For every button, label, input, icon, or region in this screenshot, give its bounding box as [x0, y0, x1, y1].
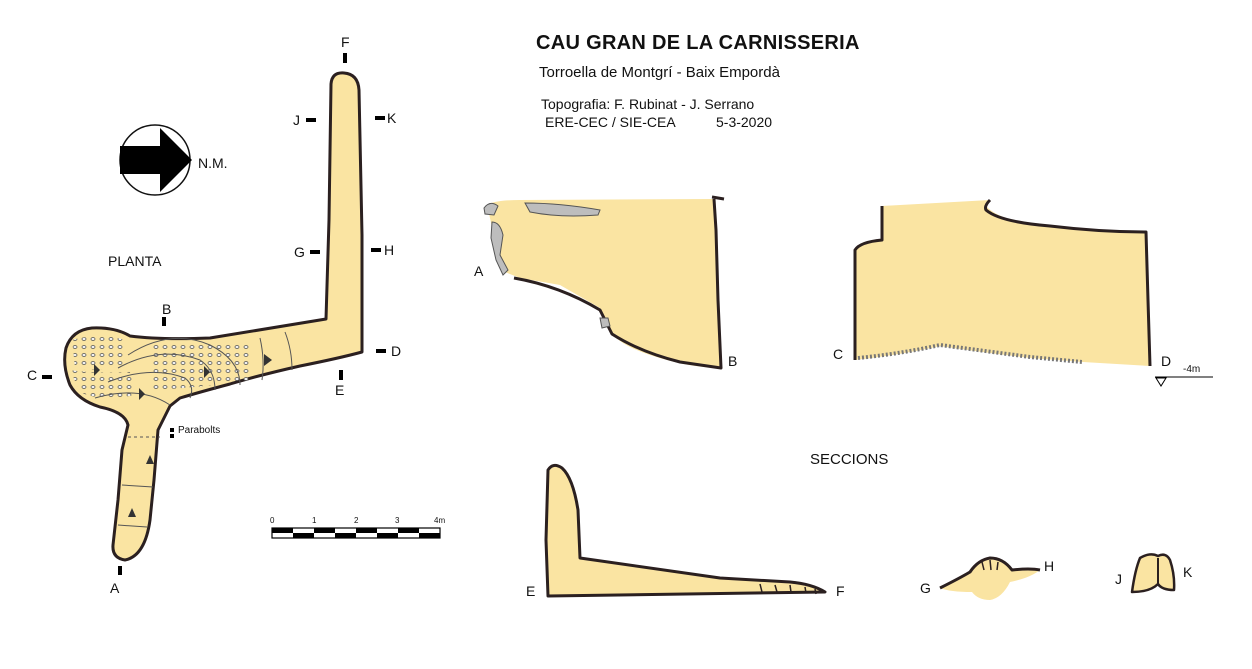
section-ef-right: F	[836, 583, 845, 599]
section-gh-right: H	[1044, 558, 1055, 574]
section-jk-left: J	[1115, 571, 1122, 587]
plan-point-e: E	[335, 382, 345, 398]
plan-point-b: B	[162, 301, 172, 317]
section-ab	[483, 195, 725, 370]
section-gh	[939, 556, 1041, 600]
topography-credit: Topografia: F. Rubinat - J. Serrano	[541, 96, 755, 112]
plan-point-h: H	[384, 242, 395, 258]
section-jk	[1130, 553, 1176, 594]
scale-tick-2: 2	[354, 516, 359, 525]
section-cd-left: C	[833, 346, 844, 362]
section-ef-left: E	[526, 583, 536, 599]
plan-view	[42, 53, 386, 575]
scale-bar	[271, 527, 441, 539]
section-ab-left: A	[474, 263, 484, 279]
plan-point-f: F	[341, 34, 350, 50]
section-cd-right: D	[1161, 353, 1172, 369]
plan-point-a: A	[110, 580, 120, 596]
scale-tick-3: 3	[395, 516, 400, 525]
plan-cave-outline	[63, 71, 364, 562]
scale-tick-0: 0	[270, 516, 275, 525]
survey-date: 5-3-2020	[716, 114, 773, 130]
plan-point-g: G	[294, 244, 305, 260]
sections-label: SECCIONS	[810, 451, 889, 468]
parabolts-label: Parabolts	[178, 425, 221, 436]
plan-point-c: C	[27, 367, 38, 383]
section-gh-left: G	[920, 580, 931, 596]
plan-point-j: J	[293, 112, 300, 128]
plan-point-k: K	[387, 110, 397, 126]
plan-point-d: D	[391, 343, 402, 359]
location-subtitle: Torroella de Montgrí - Baix Empordà	[539, 64, 780, 81]
plan-label: PLANTA	[108, 253, 162, 269]
section-cd-depth: -4m	[1183, 364, 1201, 375]
section-ab-right: B	[728, 353, 738, 369]
section-jk-right: K	[1183, 564, 1193, 580]
organization-credit: ERE-CEC / SIE-CEA	[545, 114, 676, 130]
north-label: N.M.	[198, 155, 228, 171]
scale-tick-4m: 4m	[434, 516, 446, 525]
section-ef	[544, 463, 827, 598]
map-title: CAU GRAN DE LA CARNISSERIA	[536, 32, 860, 54]
north-arrow-icon	[119, 124, 192, 196]
scale-tick-1: 1	[312, 516, 317, 525]
section-cd	[853, 198, 1213, 387]
